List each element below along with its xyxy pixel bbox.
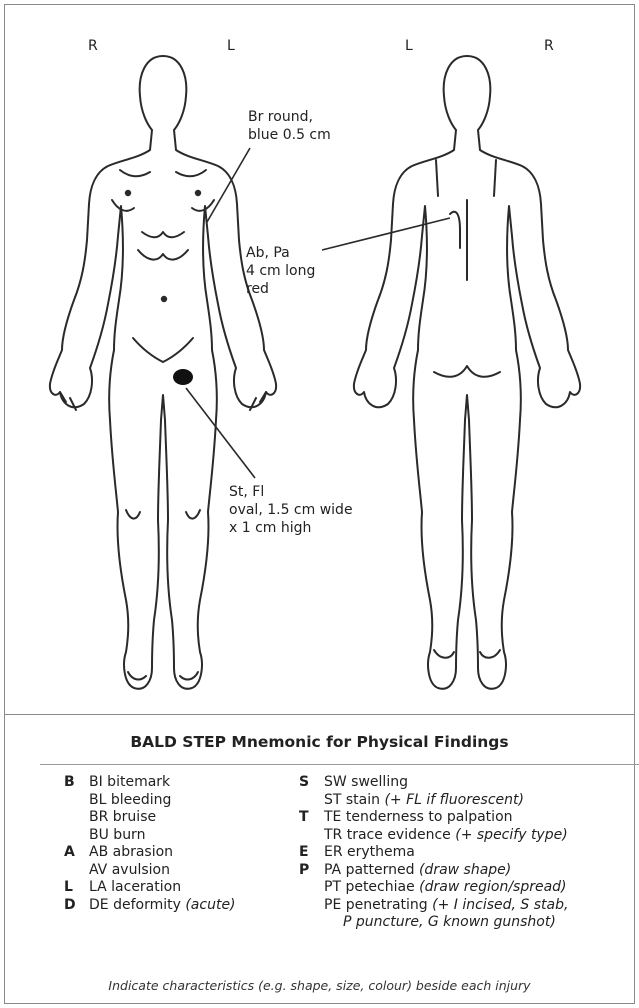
abrasion-annotation: Ab, Pa 4 cm long red (246, 244, 315, 298)
footer-note: Indicate characteristics (e.g. shape, si… (0, 978, 639, 993)
section-divider (4, 714, 635, 715)
abrasion-leader-line (322, 218, 450, 250)
mnemonic-row: AV avulsion (64, 862, 236, 880)
stain-annotation: St, Fl oval, 1.5 cm wide x 1 cm high (229, 483, 353, 537)
stain-leader-line (186, 388, 255, 478)
back-body-outline (354, 56, 580, 689)
bruise-leader-line (207, 148, 250, 222)
back-left-label: L (405, 38, 413, 54)
mnemonic-row: PT petechiae (draw region/spread) (299, 879, 568, 897)
oval-stain-mark (173, 369, 193, 385)
title-rule (40, 764, 639, 765)
mnemonic-row: BR bruise (64, 809, 236, 827)
mnemonic-row: ST stain (+ FL if fluorescent) (299, 792, 568, 810)
bruise-annotation: Br round, blue 0.5 cm (248, 108, 331, 144)
front-left-label: L (227, 38, 235, 54)
mnemonic-title: BALD STEP Mnemonic for Physical Findings (0, 733, 639, 751)
mnemonic-row: P puncture, G known gunshot) (299, 914, 568, 932)
mnemonic-row: PE penetrating (+ I incised, S stab, (299, 897, 568, 915)
mnemonic-row: TR trace evidence (+ specify type) (299, 827, 568, 845)
front-body-outline (50, 56, 276, 689)
back-right-label: R (544, 38, 554, 54)
nipple-right-mark (126, 191, 130, 195)
nipple-left-mark (196, 191, 200, 195)
navel-mark (162, 297, 166, 301)
mnemonic-row: BU burn (64, 827, 236, 845)
front-right-label: R (88, 38, 98, 54)
mnemonic-row: BL bleeding (64, 792, 236, 810)
